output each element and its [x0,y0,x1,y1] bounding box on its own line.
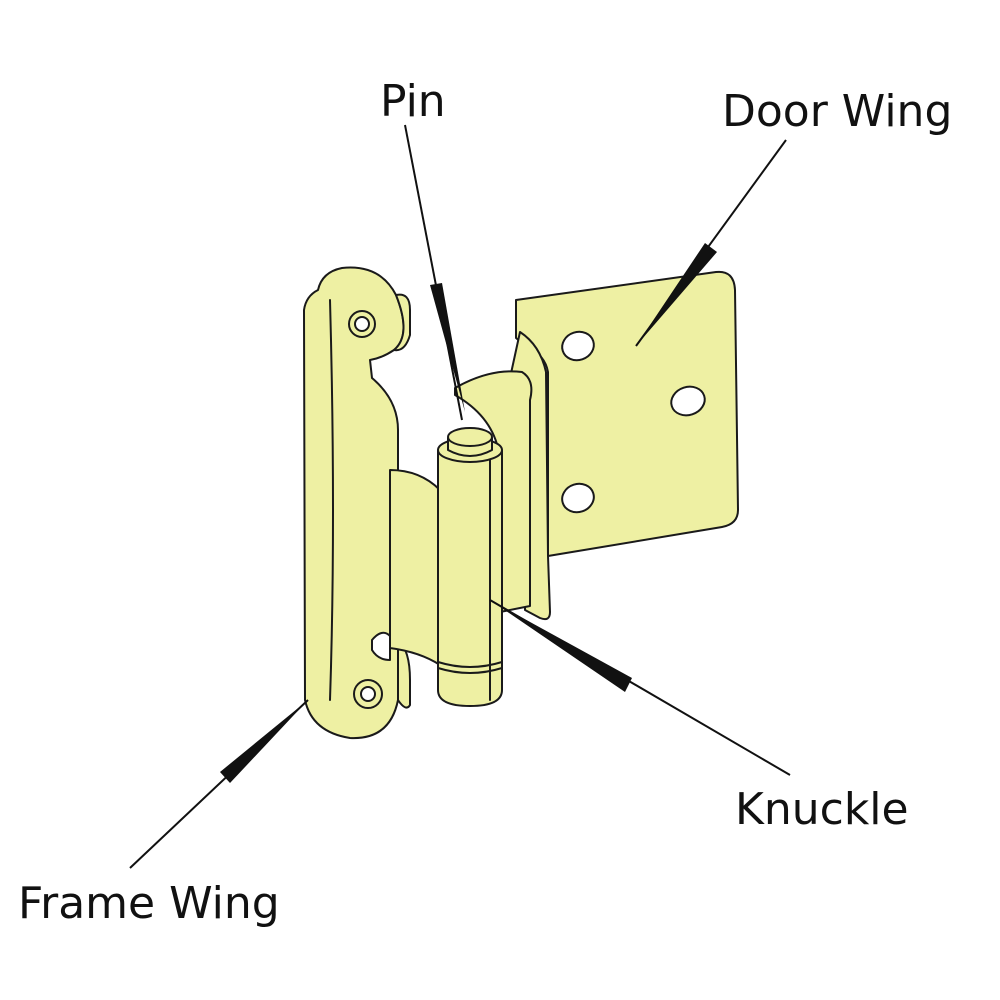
knuckle-segment-joint [437,661,503,668]
frame-wing-leader-pointer [220,700,308,783]
door-wing-hole-right [670,385,706,417]
door-wing-plate [515,270,739,557]
door-wing-leaf [454,370,533,613]
door-wing-hole-bottom [561,482,595,514]
knuckle-label: Knuckle [735,784,909,835]
frame-wing-label: Frame Wing [18,878,280,929]
frame-wing-hole-bottom-inner [360,686,376,702]
knuckle-segment-joint-2 [437,667,503,674]
door-wing-label: Door Wing [722,86,953,137]
frame-wing-leaf [389,469,441,666]
frame-wing-plate [303,266,405,740]
door-wing-hole-top [561,330,595,362]
door-wing-leader-pointer [636,243,717,346]
frame-wing-notch [371,631,391,661]
pin-top [447,427,493,447]
frame-wing-hole-top-inner [354,316,370,332]
frame-wing-inner-edge [329,299,334,701]
frame-wing-flange [393,293,411,352]
pin-leader-pointer [430,283,465,412]
knuckle-leader-pointer [490,600,632,692]
pin-label: Pin [380,76,446,127]
pin-leader-line [404,124,463,421]
